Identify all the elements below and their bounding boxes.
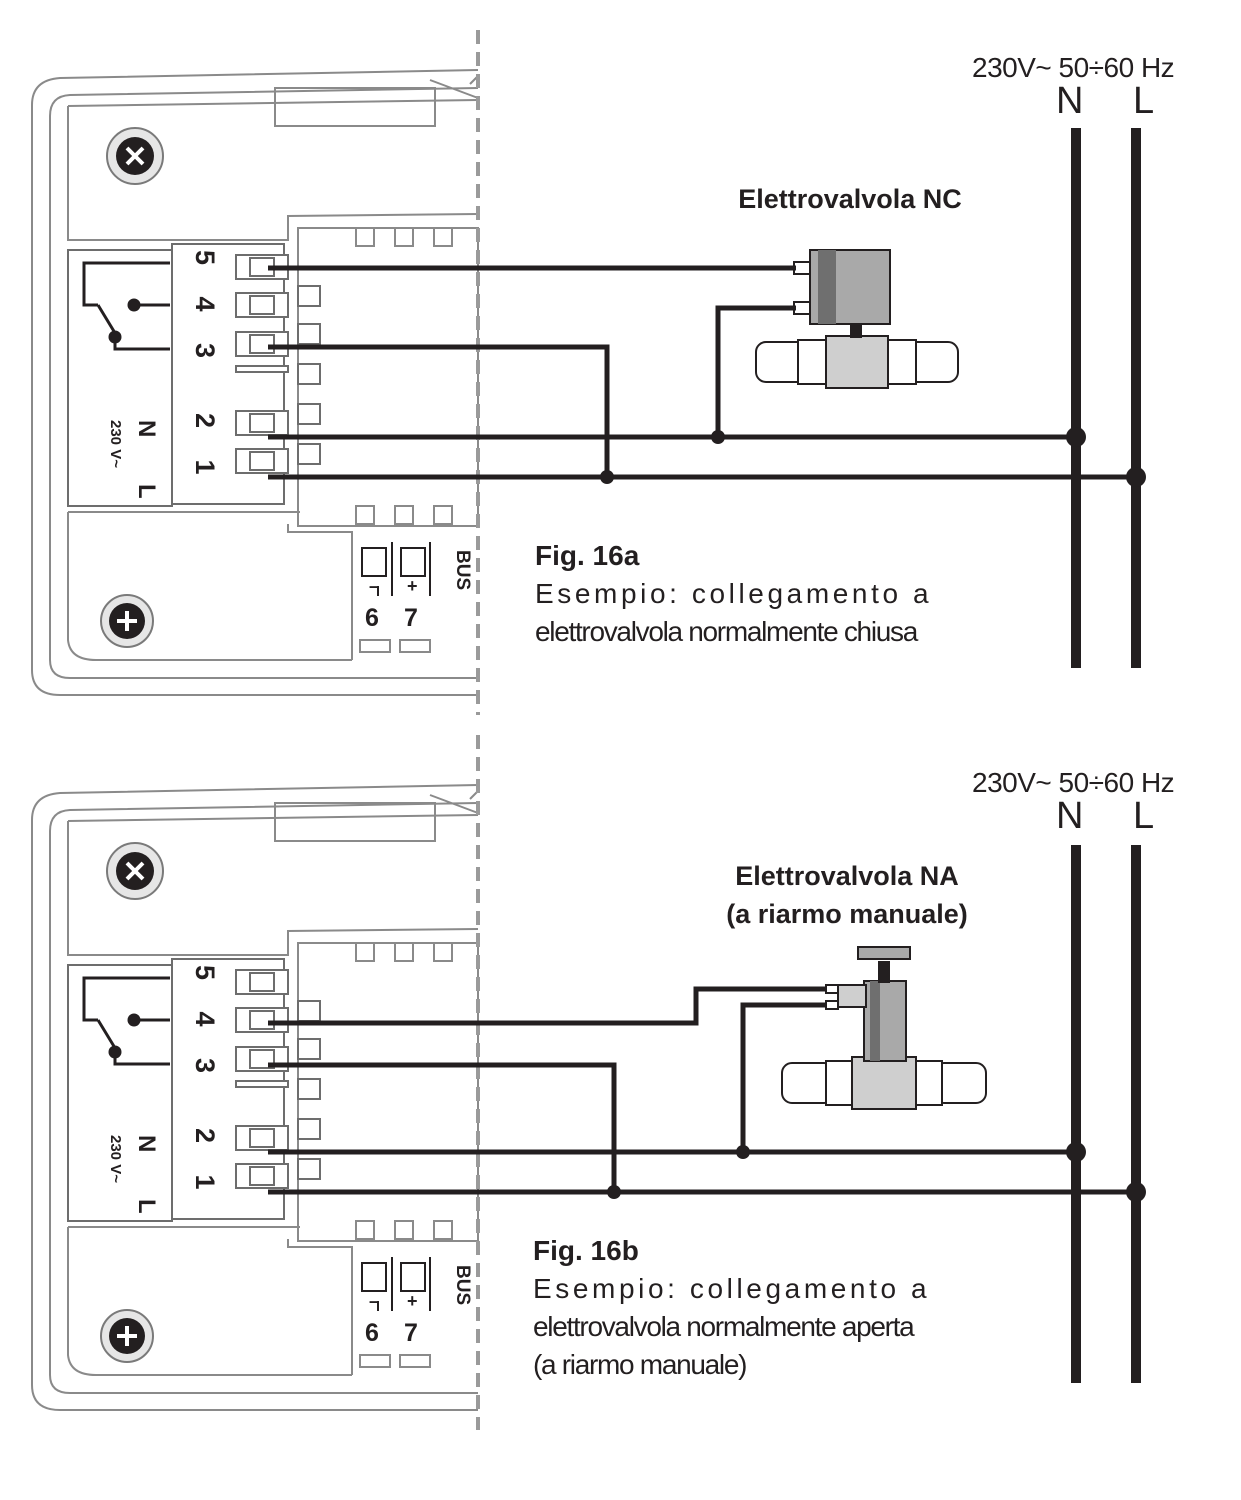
terminal-plus: + (407, 1291, 418, 1311)
supply-voltage-label: 230V~ 50÷60 Hz (972, 767, 1175, 798)
wires (268, 128, 1141, 668)
terminal-minus: – (369, 576, 380, 596)
thermostat-housing (31, 784, 479, 1411)
valve-title-line: (a riarmo manuale) (726, 899, 968, 929)
caption-line: Esempio: collegamento a (535, 578, 933, 609)
caption: Fig. 16a Esempio: collegamento a elettro… (535, 537, 932, 651)
live-label: L (1133, 795, 1155, 837)
caption-line: (a riarmo manuale) (533, 1349, 747, 1380)
valve-title-line: Elettrovalvola NC (738, 184, 962, 214)
figure-16a: 230V~ 50÷60 Hz N L Elettrovalvola NC Fig… (0, 0, 1241, 715)
terminal-6: 6 (365, 1319, 379, 1347)
neutral-label: N (1056, 80, 1084, 122)
manual-reset-valve-icon (781, 946, 987, 1110)
caption-title: Fig. 16a (535, 540, 640, 571)
terminal-voltage: 230 V~ (107, 1135, 124, 1183)
live-label: L (1133, 80, 1155, 122)
relay-switch-icon (82, 261, 170, 351)
bus-terminal (361, 1257, 431, 1311)
wires (268, 845, 1141, 1383)
caption-line: elettrovalvola normalmente aperta (533, 1311, 915, 1342)
supply-voltage-label: 230V~ 50÷60 Hz (972, 52, 1175, 83)
bus-terminal (361, 542, 431, 596)
terminal-numbers-21: 2 1 (190, 1128, 220, 1202)
terminal-numbers-543: 5 4 3 (190, 250, 220, 371)
screw-x-icon (106, 842, 164, 900)
terminal-7: 7 (404, 604, 418, 632)
supply-terminal-nl: N L (133, 1135, 160, 1234)
valve-title: Elettrovalvola NA (a riarmo manuale) (697, 857, 997, 933)
screw-x-icon (106, 127, 164, 185)
solenoid-valve-icon (755, 249, 959, 389)
terminal-block (67, 958, 321, 1222)
terminal-voltage: 230 V~ (107, 420, 124, 468)
relay-switch-icon (82, 976, 170, 1066)
caption: Fig. 16b Esempio: collegamento a elettro… (533, 1232, 930, 1384)
terminal-7: 7 (404, 1319, 418, 1347)
terminal-numbers-21: 2 1 (190, 413, 220, 487)
screw-plus-icon (100, 1309, 154, 1363)
caption-line: Esempio: collegamento a (533, 1273, 931, 1304)
terminal-6: 6 (365, 604, 379, 632)
caption-line: elettrovalvola normalmente chiusa (535, 616, 918, 647)
caption-title: Fig. 16b (533, 1235, 639, 1266)
terminal-minus: – (369, 1291, 380, 1311)
neutral-label: N (1056, 795, 1084, 837)
screw-plus-icon (100, 594, 154, 648)
wiring-diagram-16b (31, 735, 1146, 1430)
bus-label: BUS (452, 550, 473, 591)
wiring-diagram-16a (31, 30, 1146, 715)
figure-16b: 230V~ 50÷60 Hz N L Elettrovalvola NA (a … (0, 715, 1241, 1430)
terminal-plus: + (407, 576, 418, 596)
junction-dots (600, 427, 1146, 487)
supply-terminal-nl: N L (133, 420, 160, 519)
bus-label: BUS (452, 1265, 473, 1306)
valve-title: Elettrovalvola NC (700, 180, 1000, 218)
junction-dots (607, 1142, 1146, 1202)
valve-title-line: Elettrovalvola NA (735, 861, 959, 891)
terminal-numbers-543: 5 4 3 (190, 965, 220, 1086)
